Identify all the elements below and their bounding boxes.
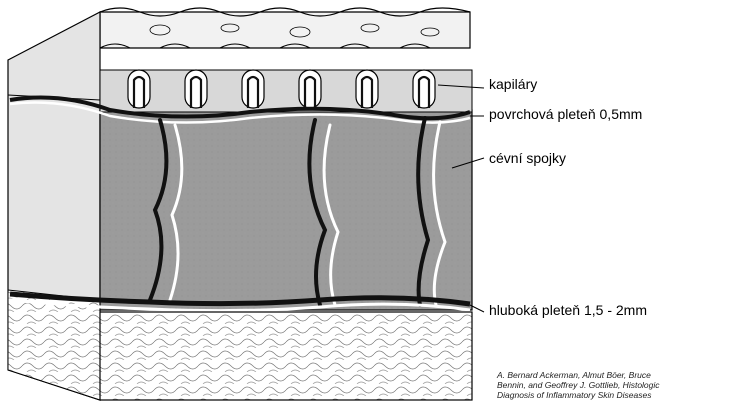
subcutaneous-fat	[100, 312, 472, 400]
label-capillaries: kapiláry	[489, 76, 537, 92]
epidermis-top	[100, 8, 470, 48]
label-deep-plexus: hluboká pleteň 1,5 - 2mm	[489, 302, 647, 318]
credit-line: Diagnosis of Inflammatory Skin Diseases	[497, 390, 743, 400]
label-vascular-connections: cévní spojky	[489, 150, 566, 166]
credit-line: A. Bernard Ackerman, Almut Böer, Bruce	[497, 370, 743, 380]
source-credit: A. Bernard Ackerman, Almut Böer, Bruce B…	[497, 370, 743, 400]
credit-line: Bennin, and Geoffrey J. Gottlieb, Histol…	[497, 380, 743, 390]
label-superficial-plexus: povrchová pleteň 0,5mm	[489, 106, 642, 122]
block-left-face	[8, 12, 100, 400]
capillary-papillae-row	[100, 70, 472, 112]
